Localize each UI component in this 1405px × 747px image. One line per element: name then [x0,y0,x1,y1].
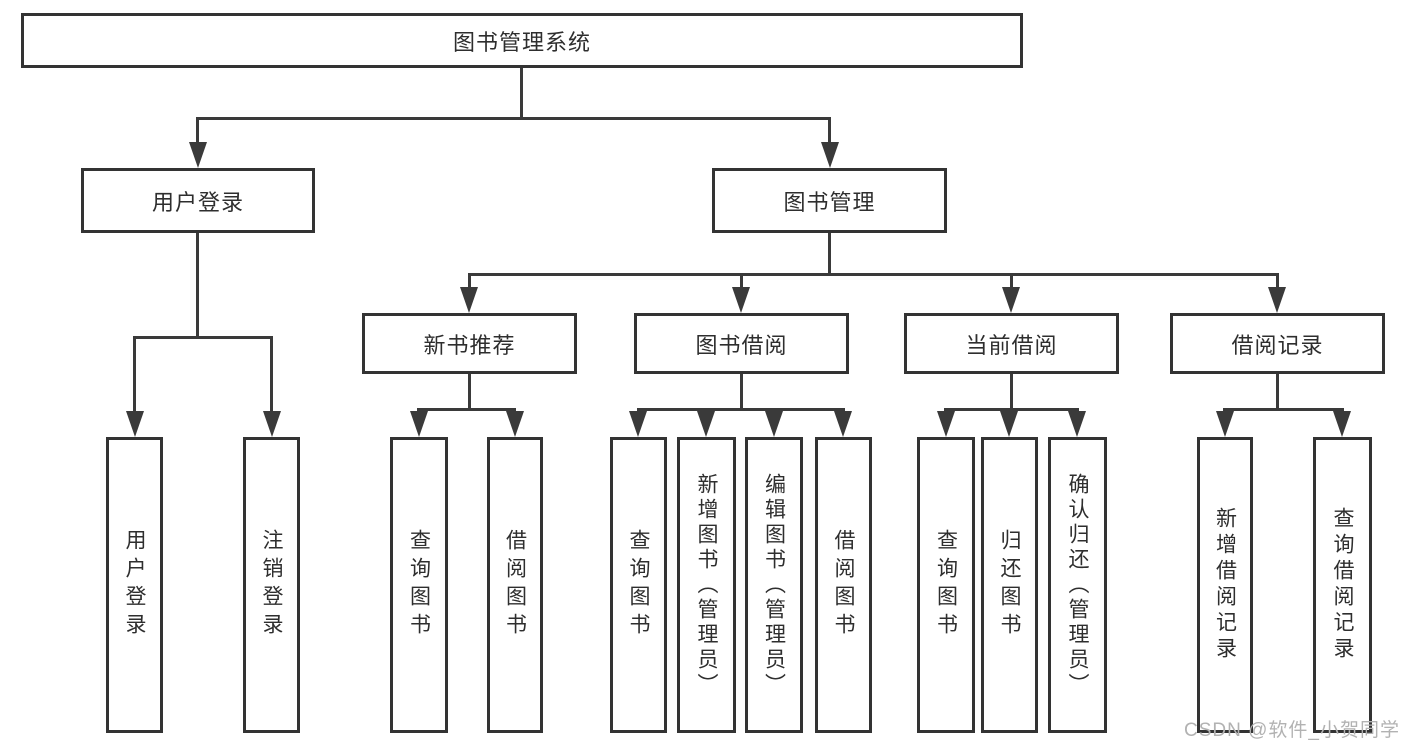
node-book-management: 图书管理 [712,168,947,233]
leaf-query-borrow-record-label: 查询借阅记录 [1331,507,1354,663]
node-root: 图书管理系统 [21,13,1023,68]
node-new-book-recommend: 新书推荐 [362,313,577,374]
leaf-query-books-recommend-label: 查询图书 [407,529,431,641]
arrow-down-icon [629,411,647,437]
leaf-query-books-recommend: 查询图书 [390,437,448,733]
node-book-management-label: 图书管理 [783,189,876,215]
node-new-book-recommend-label: 新书推荐 [423,332,516,358]
connector-line [828,233,831,276]
leaf-borrow-books-recommend: 借阅图书 [487,437,543,733]
leaf-add-books-admin-label: 新增图书（管理员） [695,472,718,698]
leaf-logout-label: 注销登录 [260,529,283,641]
leaf-return-books: 归还图书 [981,437,1038,733]
arrow-down-icon [1002,287,1020,313]
leaf-return-books-label: 归还图书 [998,529,1021,641]
connector-line [468,273,471,292]
arrow-down-icon [697,411,715,437]
arrow-down-icon [1333,411,1351,437]
leaf-borrow-books-label: 借阅图书 [832,529,855,641]
node-borrow-records: 借阅记录 [1170,313,1385,374]
connector-line [520,68,523,120]
connector-line [944,408,1079,411]
arrow-down-icon [1216,411,1234,437]
arrow-down-icon [1268,287,1286,313]
leaf-user-login-label: 用户登录 [123,529,146,641]
leaf-query-books-current-label: 查询图书 [934,529,958,641]
leaf-borrow-books: 借阅图书 [815,437,872,733]
leaf-query-books-current: 查询图书 [917,437,975,733]
connector-line [637,408,845,411]
arrow-down-icon [1000,411,1018,437]
node-current-borrow-label: 当前借阅 [965,332,1058,358]
leaf-add-borrow-record-label: 新增借阅记录 [1213,507,1237,663]
leaf-query-borrow-record: 查询借阅记录 [1313,437,1372,733]
connector-line [133,336,272,339]
node-root-label: 图书管理系统 [452,29,591,55]
arrow-down-icon [460,287,478,313]
leaf-query-books-borrow: 查询图书 [610,437,667,733]
leaf-borrow-books-recommend-label: 借阅图书 [503,529,527,641]
arrow-down-icon [937,411,955,437]
connector-line [270,336,273,415]
leaf-edit-books-admin-label: 编辑图书（管理员） [762,472,786,698]
leaf-add-borrow-record: 新增借阅记录 [1197,437,1253,733]
arrow-down-icon [410,411,428,437]
leaf-confirm-return-admin-label: 确认归还（管理员） [1066,472,1089,698]
connector-line [740,374,743,411]
watermark: CSDN @软件_小贺同学 [1184,720,1400,741]
arrow-down-icon [189,142,207,168]
leaf-logout: 注销登录 [243,437,300,733]
leaf-query-books-borrow-label: 查询图书 [627,529,650,641]
arrow-down-icon [126,411,144,437]
connector-line [1010,374,1013,411]
node-borrow-records-label: 借阅记录 [1231,332,1324,358]
connector-line [196,233,199,339]
arrow-down-icon [821,142,839,168]
leaf-edit-books-admin: 编辑图书（管理员） [745,437,803,733]
arrow-down-icon [765,411,783,437]
node-user-login-label: 用户登录 [151,189,244,215]
connector-line [468,374,471,411]
leaf-add-books-admin: 新增图书（管理员） [677,437,736,733]
arrow-down-icon [732,287,750,313]
connector-line [196,117,199,146]
connector-line [1276,273,1279,292]
node-current-borrow: 当前借阅 [904,313,1119,374]
connector-line [1010,273,1013,292]
node-book-borrow-label: 图书借阅 [695,332,788,358]
arrow-down-icon [1068,411,1086,437]
connector-line [740,273,743,292]
leaf-confirm-return-admin: 确认归还（管理员） [1048,437,1107,733]
connector-line [417,408,516,411]
node-book-borrow: 图书借阅 [634,313,849,374]
arrow-down-icon [834,411,852,437]
connector-line [197,117,831,120]
connector-line [1223,408,1344,411]
arrow-down-icon [263,411,281,437]
arrow-down-icon [506,411,524,437]
node-user-login: 用户登录 [81,168,315,233]
connector-line [468,273,1279,276]
connector-line [133,336,136,415]
connector-line [828,117,831,146]
connector-line [1276,374,1279,411]
leaf-user-login: 用户登录 [106,437,163,733]
